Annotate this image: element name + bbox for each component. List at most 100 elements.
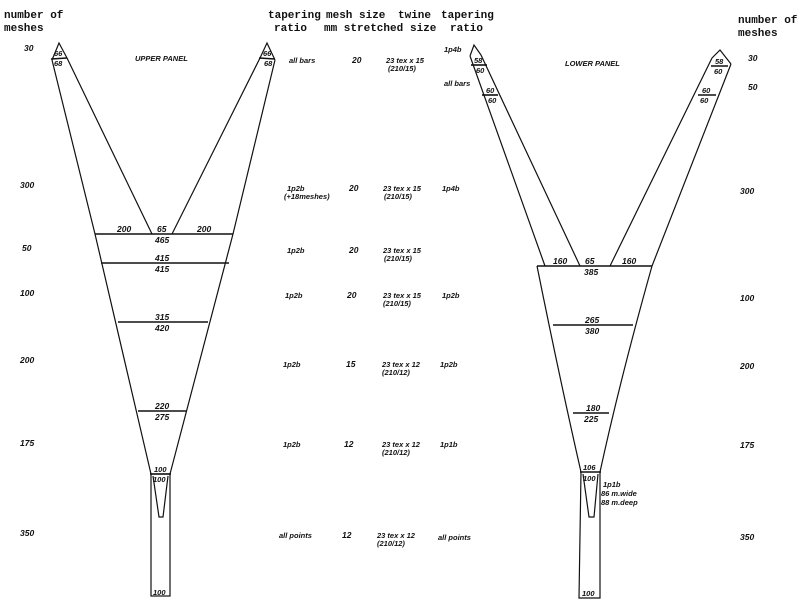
svg-text:66: 66 (54, 49, 63, 58)
svg-text:23 tex x 15: 23 tex x 15 (382, 184, 422, 193)
svg-text:1p1b: 1p1b (440, 440, 458, 449)
svg-text:number of: number of (738, 15, 798, 27)
svg-text:200: 200 (19, 355, 34, 365)
svg-text:20: 20 (348, 183, 359, 193)
svg-text:65: 65 (157, 224, 167, 234)
upper-panel-title: UPPER PANEL (135, 54, 188, 63)
svg-text:all bars: all bars (289, 56, 315, 65)
svg-text:(210/15): (210/15) (383, 299, 411, 308)
svg-text:100: 100 (583, 474, 596, 483)
svg-text:60: 60 (488, 96, 497, 105)
svg-text:58: 58 (474, 56, 483, 65)
spec-row: 1p2b 20 23 tex x 15 (210/15) (287, 245, 422, 263)
svg-text:all points: all points (438, 533, 471, 542)
svg-text:380: 380 (585, 326, 599, 336)
svg-text:68: 68 (54, 59, 63, 68)
header-tapering-upper: tapering ratio (268, 10, 321, 35)
svg-text:tapering: tapering (268, 10, 321, 22)
svg-text:175: 175 (740, 440, 754, 450)
svg-text:ratio: ratio (274, 23, 307, 35)
svg-text:275: 275 (154, 412, 169, 422)
lower-panel-labels: 58 60 60 60 58 60 60 60 160 65 160 385 2… (474, 56, 724, 598)
svg-text:350: 350 (740, 532, 754, 542)
svg-text:12: 12 (342, 530, 352, 540)
svg-text:23 tex x 12: 23 tex x 12 (381, 440, 421, 449)
lower-wing-taper-2: all bars (444, 79, 470, 88)
svg-text:100: 100 (153, 475, 166, 484)
svg-text:12: 12 (344, 439, 354, 449)
svg-text:(210/15): (210/15) (384, 254, 412, 263)
spec-row: 1p2b 15 23 tex x 12 (210/12) 1p2b (283, 359, 458, 377)
svg-text:68: 68 (264, 59, 273, 68)
svg-text:23 tex x 15: 23 tex x 15 (382, 291, 422, 300)
svg-text:20: 20 (348, 245, 359, 255)
svg-text:(+18meshes): (+18meshes) (284, 192, 330, 201)
svg-text:415: 415 (154, 253, 169, 263)
svg-text:1p1b: 1p1b (603, 480, 621, 489)
lower-panel-outline (469, 43, 732, 599)
svg-text:ratio: ratio (450, 23, 483, 35)
svg-text:23 tex x 12: 23 tex x 12 (381, 360, 421, 369)
svg-text:30: 30 (748, 53, 758, 63)
svg-text:20: 20 (351, 55, 362, 65)
svg-text:1p2b: 1p2b (440, 360, 458, 369)
svg-text:(210/12): (210/12) (382, 368, 410, 377)
svg-text:220: 220 (154, 401, 169, 411)
svg-text:size: size (410, 23, 437, 35)
svg-text:86 m.wide: 86 m.wide (601, 489, 637, 498)
svg-text:60: 60 (714, 67, 723, 76)
svg-text:50: 50 (748, 82, 758, 92)
left-mesh-counts: 30 300 50 100 200 175 350 (19, 43, 34, 538)
header-twine: twine size (398, 10, 437, 35)
svg-text:15: 15 (346, 359, 356, 369)
svg-text:1p2b: 1p2b (283, 440, 301, 449)
svg-text:100: 100 (154, 465, 167, 474)
header-mesh-size: mesh size mm stretched (324, 10, 403, 35)
svg-text:200: 200 (196, 224, 211, 234)
svg-text:100: 100 (153, 588, 166, 597)
svg-text:465: 465 (154, 235, 169, 245)
svg-text:100: 100 (740, 293, 754, 303)
svg-text:58: 58 (715, 57, 724, 66)
svg-text:265: 265 (584, 315, 599, 325)
header-right-meshes: number of meshes (738, 15, 798, 40)
svg-text:180: 180 (586, 403, 600, 413)
svg-text:100: 100 (20, 288, 34, 298)
spec-row: all bars 20 23 tex x 15 (210/15) (289, 55, 425, 73)
header-left-meshes: number of meshes (4, 10, 64, 35)
svg-text:50: 50 (22, 243, 32, 253)
svg-text:23 tex x 15: 23 tex x 15 (385, 56, 425, 65)
svg-text:(210/12): (210/12) (377, 539, 405, 548)
svg-text:mm stretched: mm stretched (324, 23, 403, 35)
svg-text:meshes: meshes (738, 28, 778, 40)
svg-text:200: 200 (739, 361, 754, 371)
svg-text:66: 66 (263, 49, 272, 58)
svg-text:1p2b: 1p2b (285, 291, 303, 300)
upper-panel-labels: 66 68 66 68 200 65 200 465 415 415 315 4… (54, 49, 273, 597)
svg-text:60: 60 (702, 86, 711, 95)
header-tapering-lower: tapering ratio (441, 10, 494, 35)
svg-text:20: 20 (346, 290, 357, 300)
svg-text:number of: number of (4, 10, 64, 22)
svg-text:all points: all points (279, 531, 312, 540)
svg-text:(210/12): (210/12) (382, 448, 410, 457)
svg-text:350: 350 (20, 528, 34, 538)
svg-text:100: 100 (582, 589, 595, 598)
svg-text:88 m.deep: 88 m.deep (601, 498, 638, 507)
lower-wing-taper-1: 1p4b (444, 45, 462, 54)
svg-text:160: 160 (553, 256, 567, 266)
svg-text:1p2b: 1p2b (283, 360, 301, 369)
svg-text:(210/15): (210/15) (384, 192, 412, 201)
svg-text:(210/15): (210/15) (388, 64, 416, 73)
svg-text:225: 225 (583, 414, 598, 424)
svg-text:60: 60 (700, 96, 709, 105)
right-mesh-counts: 30 50 300 100 200 175 350 (739, 53, 758, 542)
spec-row: 1p2b (+18meshes) 20 23 tex x 15 (210/15)… (284, 183, 460, 201)
upper-panel-outline (50, 41, 276, 597)
svg-text:60: 60 (486, 86, 495, 95)
svg-text:60: 60 (476, 66, 485, 75)
svg-text:200: 200 (116, 224, 131, 234)
svg-text:twine: twine (398, 10, 431, 22)
